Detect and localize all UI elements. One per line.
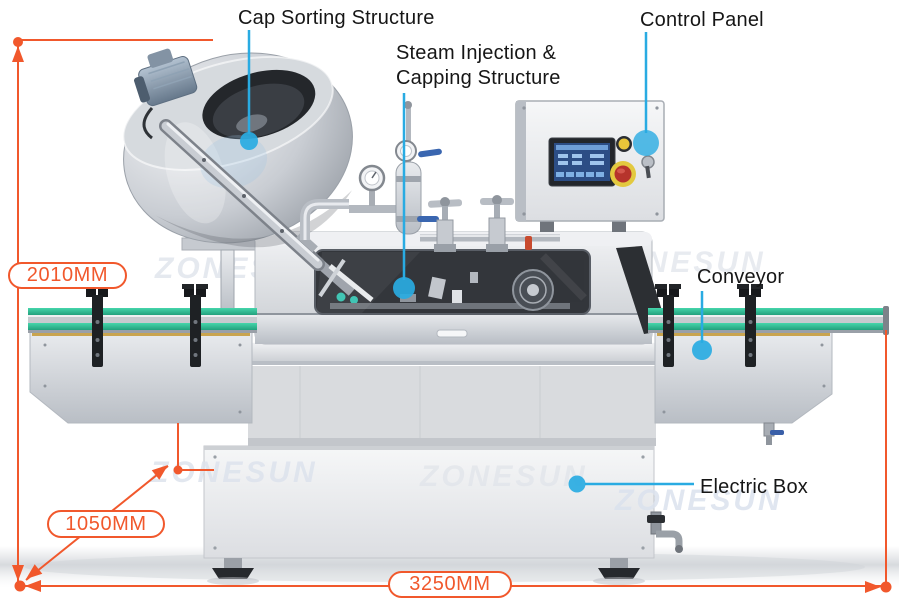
key-switch — [641, 155, 655, 179]
machine-base — [248, 366, 656, 446]
height-dimension-badge: 2010MM — [8, 262, 127, 289]
machine-feet — [207, 558, 645, 585]
red-fitting — [525, 236, 532, 250]
steam-filter — [395, 161, 422, 235]
arrowhead-diagonal-down — [26, 564, 43, 579]
arrowhead-up — [12, 46, 24, 62]
label-steam-line1: Steam Injection & — [396, 42, 557, 64]
drain-valve — [647, 511, 683, 553]
valve-handle — [418, 148, 442, 158]
label-control-panel: Control Panel — [640, 9, 764, 31]
label-steam-injection-capping: Steam Injection & Capping Structure — [396, 41, 561, 91]
watermark-text: ZONESUN — [614, 484, 783, 517]
capping-valve — [480, 195, 514, 252]
conveyor-anchor-dot — [692, 340, 712, 360]
cap-sorting-anchor-dot — [240, 132, 258, 150]
arrowhead-down — [12, 565, 24, 581]
cap-chute — [159, 119, 325, 271]
width-dimension-badge: 3250MM — [388, 571, 512, 598]
label-conveyor: Conveyor — [697, 266, 785, 288]
electric-box-cabinet — [203, 445, 655, 559]
emergency-stop-button — [610, 161, 636, 187]
capping-window — [314, 249, 591, 315]
label-cap-sorting-structure: Cap Sorting Structure — [238, 7, 435, 29]
arrowhead-right — [865, 581, 881, 593]
control-panel-anchor-dot — [633, 130, 659, 156]
sorter-motor — [134, 48, 198, 107]
control-panel-box — [515, 100, 665, 232]
valve-handle — [417, 216, 439, 222]
label-electric-box: Electric Box — [700, 476, 808, 498]
steam-capping-anchor-dot — [393, 277, 415, 299]
motor-cable — [142, 107, 154, 140]
annotation-leaders — [240, 30, 712, 493]
conveyor-right-wing — [654, 331, 833, 445]
hmi-screen — [548, 137, 616, 187]
conveyor-rails — [28, 306, 889, 335]
label-steam-line2: Capping Structure — [396, 67, 561, 89]
watermark-text: ZONESUN — [419, 460, 588, 493]
capping-valve — [428, 197, 463, 252]
electric-box-anchor-dot — [568, 475, 586, 493]
depth-dimension-badge: 1050MM — [47, 510, 165, 538]
steam-piping — [300, 101, 560, 252]
wing-valve — [763, 422, 784, 445]
arrowhead-diagonal-up — [151, 465, 168, 480]
arrowhead-left — [25, 580, 41, 592]
conveyor-left-wing — [29, 331, 253, 424]
